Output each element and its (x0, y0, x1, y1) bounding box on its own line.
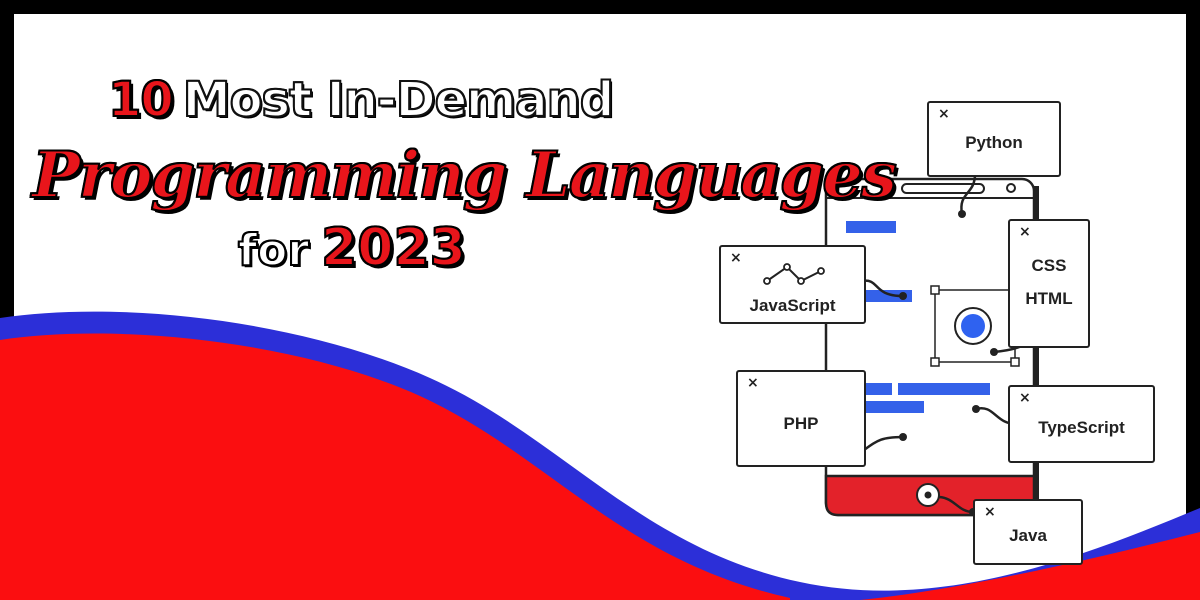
selection-handle (930, 357, 940, 367)
card-html-label: HTML (1025, 289, 1073, 308)
card-python[interactable]: × Python (927, 101, 1061, 177)
red-wave-right (860, 532, 1200, 600)
selection-handle (930, 285, 940, 295)
connector-dot (899, 433, 907, 441)
card-php-label: PHP (783, 414, 819, 433)
phone-speaker (901, 183, 985, 194)
card-java-label: Java (1009, 526, 1047, 545)
connector-javascript (861, 279, 904, 298)
content-bar (866, 401, 924, 413)
card-php[interactable]: × PHP (736, 370, 866, 467)
close-icon[interactable]: × (1019, 224, 1031, 240)
close-icon[interactable]: × (1019, 390, 1031, 406)
connector-dot (958, 210, 966, 218)
card-typescript-label: TypeScript (1038, 418, 1125, 437)
record-icon-core (961, 314, 985, 338)
connector-php (863, 435, 904, 452)
card-javascript[interactable]: × JavaScript (719, 245, 866, 324)
red-wave (0, 333, 790, 600)
content-bar (846, 221, 896, 233)
card-javascript-label: JavaScript (749, 296, 836, 315)
card-css-label: CSS (1031, 256, 1067, 275)
close-icon[interactable]: × (747, 375, 759, 391)
card-typescript[interactable]: × TypeScript (1008, 385, 1155, 463)
card-css-html[interactable]: × CSS HTML (1008, 219, 1090, 348)
connector-dot (899, 292, 907, 300)
close-icon[interactable]: × (984, 504, 996, 520)
content-bar (862, 290, 912, 302)
card-java[interactable]: × Java (973, 499, 1083, 565)
connector-dot (972, 405, 980, 413)
close-icon[interactable]: × (938, 106, 950, 122)
line-chart-icon (763, 263, 825, 285)
selection-handle (1010, 357, 1020, 367)
phone-camera (1006, 183, 1016, 193)
home-button-dot (924, 491, 932, 499)
content-bar (866, 383, 892, 395)
content-bar (898, 383, 990, 395)
connector-dot (990, 348, 998, 356)
card-python-label: Python (965, 133, 1023, 152)
connector-python (960, 173, 977, 215)
close-icon[interactable]: × (730, 250, 742, 266)
